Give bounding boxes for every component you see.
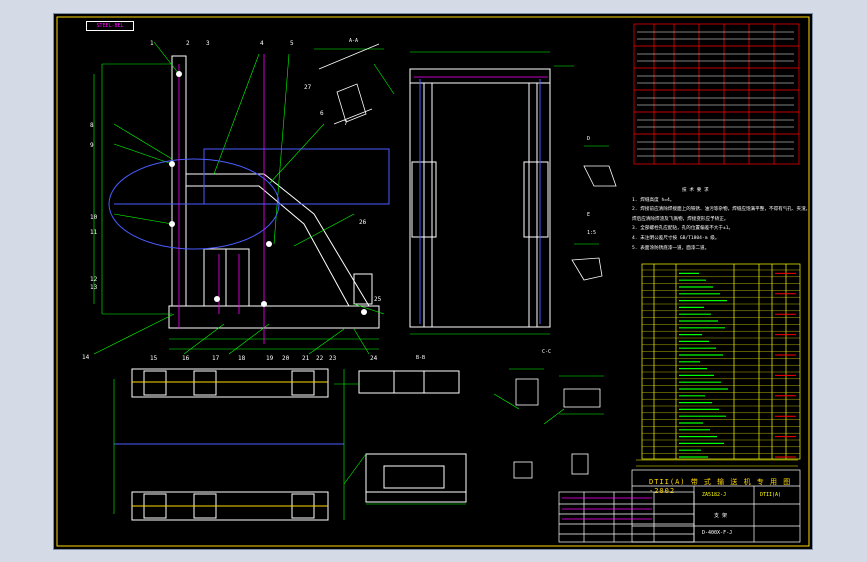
drawing-title: DTII(A) 带 式 输 送 机 专 用 图 -2002 (649, 478, 792, 495)
title-block-magenta (562, 497, 652, 520)
detail-small (513, 165, 617, 479)
balloon-label: 20 (282, 355, 290, 362)
balloon-label: 27 (304, 84, 312, 91)
drawing-code: ZA5182-J (702, 492, 727, 498)
front-dims (93, 41, 395, 355)
detail-small-dims (493, 145, 609, 425)
detail-view (318, 43, 380, 125)
balloon-label: 9 (90, 142, 94, 149)
balloon-label: 4 (260, 40, 264, 47)
balloon-label: 16 (182, 355, 190, 362)
balloon-label: 17 (212, 355, 220, 362)
balloon-label: 8 (90, 122, 94, 129)
note-item: 4. 未注明公差尺寸按 GB/T1804-m 级。 (632, 235, 720, 241)
title-block-yellow (636, 459, 798, 467)
sheet-border (56, 16, 810, 547)
balloon-label: 25 (374, 296, 382, 303)
parts-rows (642, 269, 800, 454)
balloon-label: 2 (186, 40, 190, 47)
drawing-series: DTII(A) (760, 492, 782, 498)
side-view (409, 68, 551, 328)
cad-drawing (56, 16, 810, 547)
balloon-label: 6 (320, 110, 324, 117)
balloon-label: 14 (82, 354, 90, 361)
note-item: 焊后应清除焊渣及飞溅物，焊接变形应予矫正。 (632, 216, 729, 222)
section-label: E (587, 212, 591, 218)
title-block (558, 469, 801, 543)
plan-dims (113, 369, 345, 520)
drawing-sheet: STEEL-BEL 技 术 要 求 1. 焊缝高度 h=4。 2. 焊接前应清除… (54, 14, 812, 549)
balloon-label: 18 (238, 355, 246, 362)
revision-table (633, 23, 800, 165)
section-label: D (587, 136, 591, 142)
front-view (168, 55, 380, 329)
balloon-label: 24 (370, 355, 378, 362)
section-b (358, 370, 467, 503)
part-name: 支 架 (714, 513, 728, 519)
balloon-label: 19 (266, 355, 274, 362)
balloon-label: 23 (329, 355, 337, 362)
balloon-label: 10 (90, 214, 98, 221)
revision-fill (637, 31, 794, 157)
note-item: 3. 全部螺栓孔应配钻，孔的位置偏差不大于±1。 (632, 226, 734, 232)
balloon-label: 12 (90, 276, 98, 283)
balloon-label: 1 (150, 40, 154, 47)
balloon-label: 5 (290, 40, 294, 47)
note-item: 5. 表面涂防锈底漆一道，面漆二道。 (632, 245, 710, 251)
note-item: 2. 焊接前应清除焊接面上的铁锈、油污等杂物，焊缝应饱满平整，不得有气孔、夹渣。 (632, 207, 811, 213)
side-center (419, 79, 541, 324)
plan-hidden (132, 381, 328, 507)
balloon-label: 21 (302, 355, 310, 362)
parts-text-red (775, 272, 796, 458)
balloon-label: 11 (90, 229, 98, 236)
technical-notes: 技 术 要 求 1. 焊缝高度 h=4。 2. 焊接前应清除焊接面上的铁锈、油污… (632, 186, 827, 253)
balloon-label: 15 (150, 355, 158, 362)
drawing-number: D-400X-F-J (702, 530, 733, 536)
section-label: B-B (416, 355, 426, 361)
section-b-dims (334, 383, 466, 505)
section-label: C-C (542, 349, 552, 355)
corner-tag: STEEL-BEL (86, 21, 134, 31)
front-bolts (169, 71, 367, 315)
notes-heading: 技 术 要 求 (682, 188, 709, 193)
parts-text (679, 272, 728, 458)
balloon-label: 7 (344, 120, 348, 127)
balloon-label: 13 (90, 284, 98, 291)
balloon-label: 26 (359, 219, 367, 226)
parts-list (641, 263, 801, 460)
front-center (108, 148, 390, 250)
note-item: 1. 焊缝高度 h=4。 (632, 197, 675, 203)
section-label: A-A (349, 38, 359, 44)
balloon-label: 3 (206, 40, 210, 47)
balloon-label: 22 (316, 355, 324, 362)
side-dims (410, 51, 574, 335)
front-hidden (178, 54, 265, 344)
scale-label: 1:5 (587, 230, 597, 236)
